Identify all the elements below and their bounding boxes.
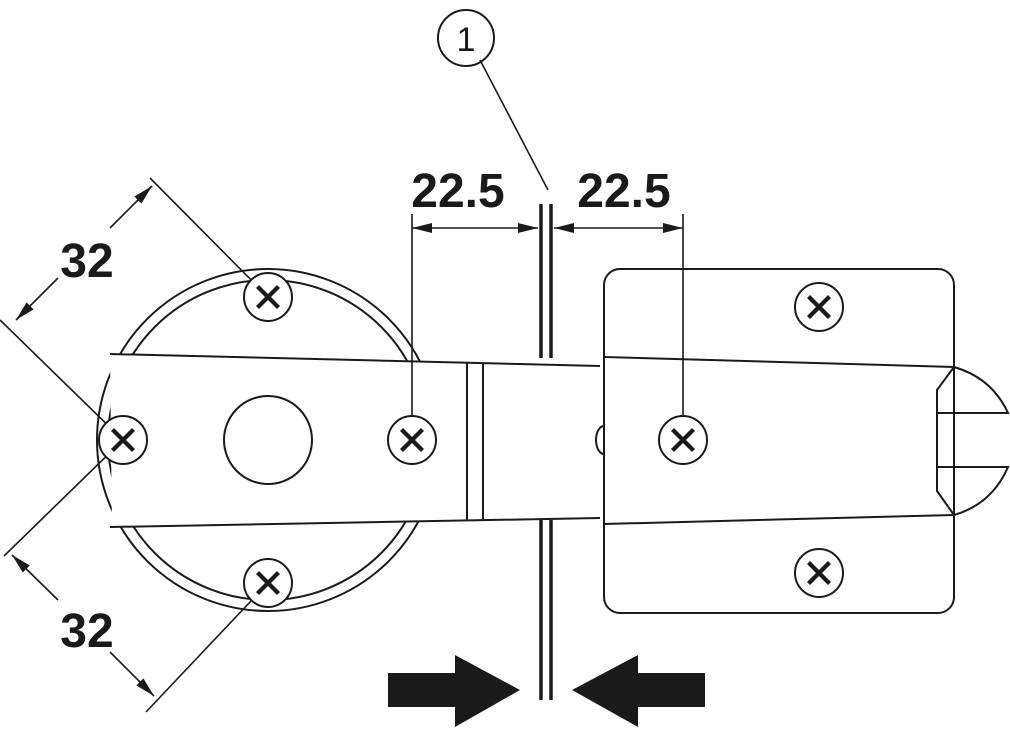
pivot-edge — [595, 425, 605, 455]
arrow-right-icon — [388, 655, 520, 727]
hinge-arm — [109, 353, 605, 528]
center-hole — [223, 395, 313, 485]
glass-clamp-plate — [603, 268, 1010, 614]
dimension-right-gap: 22.5 — [577, 165, 670, 218]
screw-icon — [794, 282, 844, 332]
arrow-left-icon — [572, 655, 705, 727]
screw-icon — [243, 558, 293, 608]
latch-notch — [936, 366, 955, 516]
dimension-left-gap: 22.5 — [411, 165, 504, 218]
glass-panel-section — [539, 204, 553, 700]
callout-marker: 1 — [437, 9, 495, 67]
screw-icon — [243, 272, 293, 322]
screw-icon — [98, 415, 148, 465]
dimension-lower-pitch: 32 — [60, 605, 113, 658]
latch-lower-jaw — [937, 466, 1010, 516]
latch-upper-jaw — [937, 366, 1010, 414]
screw-icon — [387, 415, 437, 465]
extension-lines — [0, 59, 684, 713]
dimension-upper-pitch: 32 — [60, 235, 113, 288]
callout-number: 1 — [457, 21, 476, 59]
dimension-arrows — [11, 185, 683, 697]
screw-icon — [794, 548, 844, 598]
callout-leader — [479, 59, 549, 191]
screw-icon — [658, 415, 708, 465]
